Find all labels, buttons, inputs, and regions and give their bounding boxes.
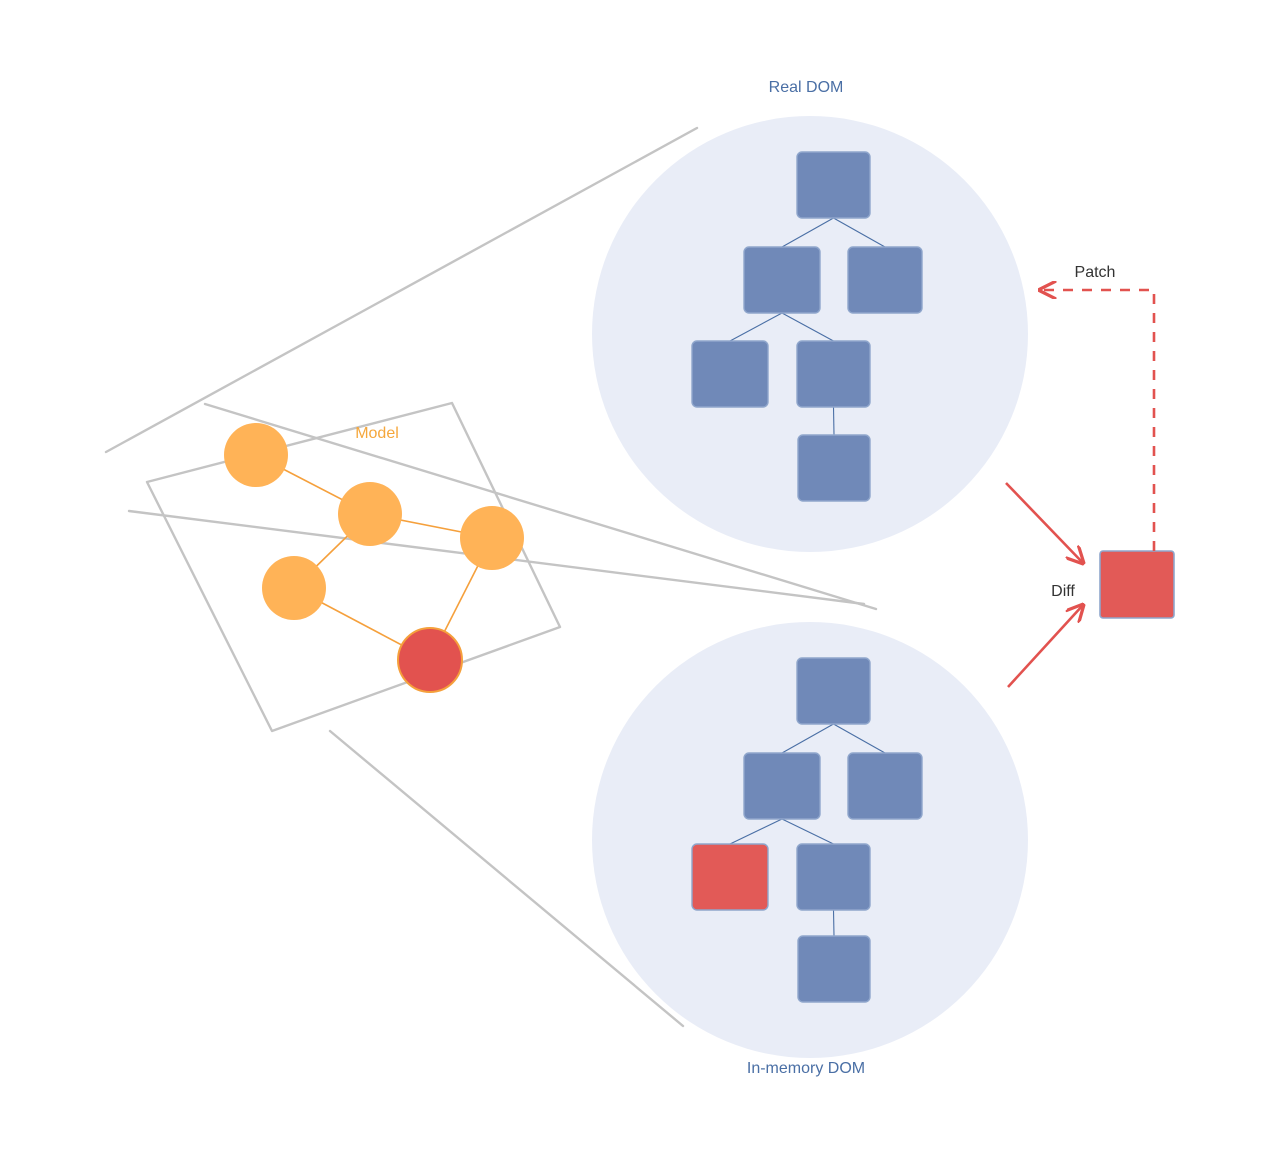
in-memory-dom-tree-edge — [832, 909, 835, 937]
in-memory-dom-tree-edge — [833, 723, 886, 754]
in-memory-dom-tree-node — [847, 752, 923, 820]
real-dom-tree-node — [743, 246, 821, 314]
in-memory-dom-tree-node — [796, 843, 871, 911]
real-dom-tree-edge — [833, 217, 886, 248]
in-memory-dom-tree-node — [797, 935, 871, 1003]
model-label: Model — [355, 425, 399, 442]
model-graph-node — [224, 423, 288, 487]
in-memory-dom-tree-node — [743, 752, 821, 820]
real-dom-tree-node — [797, 434, 871, 502]
flow-arrows-group — [1005, 290, 1156, 688]
real-dom-tree-node — [796, 340, 871, 408]
real-dom-tree-edge — [729, 312, 783, 342]
real-dom-tree-edge — [832, 406, 835, 436]
real-dom-label: Real DOM — [769, 79, 844, 96]
diff-box — [1099, 550, 1175, 619]
in-memory-dom-tree-edges — [729, 723, 886, 937]
in-memory-dom-tree-node — [796, 657, 871, 725]
real-dom-tree-edges — [729, 217, 886, 436]
in-memory-dom-tree-node — [691, 843, 769, 911]
in-memory-dom-label: In-memory DOM — [747, 1060, 865, 1077]
diff-label: Diff — [1051, 583, 1075, 600]
in-memory-dom-tree-edge — [729, 818, 783, 845]
real-dom-tree-nodes — [691, 151, 923, 502]
in-memory-dom-circle — [592, 622, 1028, 1058]
in-memory-dom-tree-edge — [781, 818, 834, 845]
in-memory-dom-tree-nodes — [691, 657, 923, 1003]
model-frame — [145, 401, 562, 733]
in-memory-dom-tree-edge — [781, 723, 834, 754]
model-graph-node — [397, 627, 463, 693]
real-dom-circle — [592, 116, 1028, 552]
patch-arrow — [1040, 290, 1156, 551]
real-dom-tree-node — [796, 151, 871, 219]
real-dom-tree-node — [691, 340, 769, 408]
model-graph-node — [460, 506, 524, 570]
diff-arrow-from-in-memory-dom — [1007, 605, 1083, 688]
real-dom-tree-edge — [781, 217, 834, 248]
magnifier-line-lower-cone-bottom — [328, 729, 685, 1028]
magnifier-line-upper-cone-top — [104, 126, 699, 454]
model-graph-node — [338, 482, 402, 546]
model-graph-node — [262, 556, 326, 620]
patch-label: Patch — [1075, 264, 1116, 281]
real-dom-tree-node — [847, 246, 923, 314]
model-graph-nodes — [224, 423, 524, 693]
diff-arrow-from-real-dom — [1005, 482, 1083, 563]
real-dom-tree-edge — [781, 312, 834, 342]
